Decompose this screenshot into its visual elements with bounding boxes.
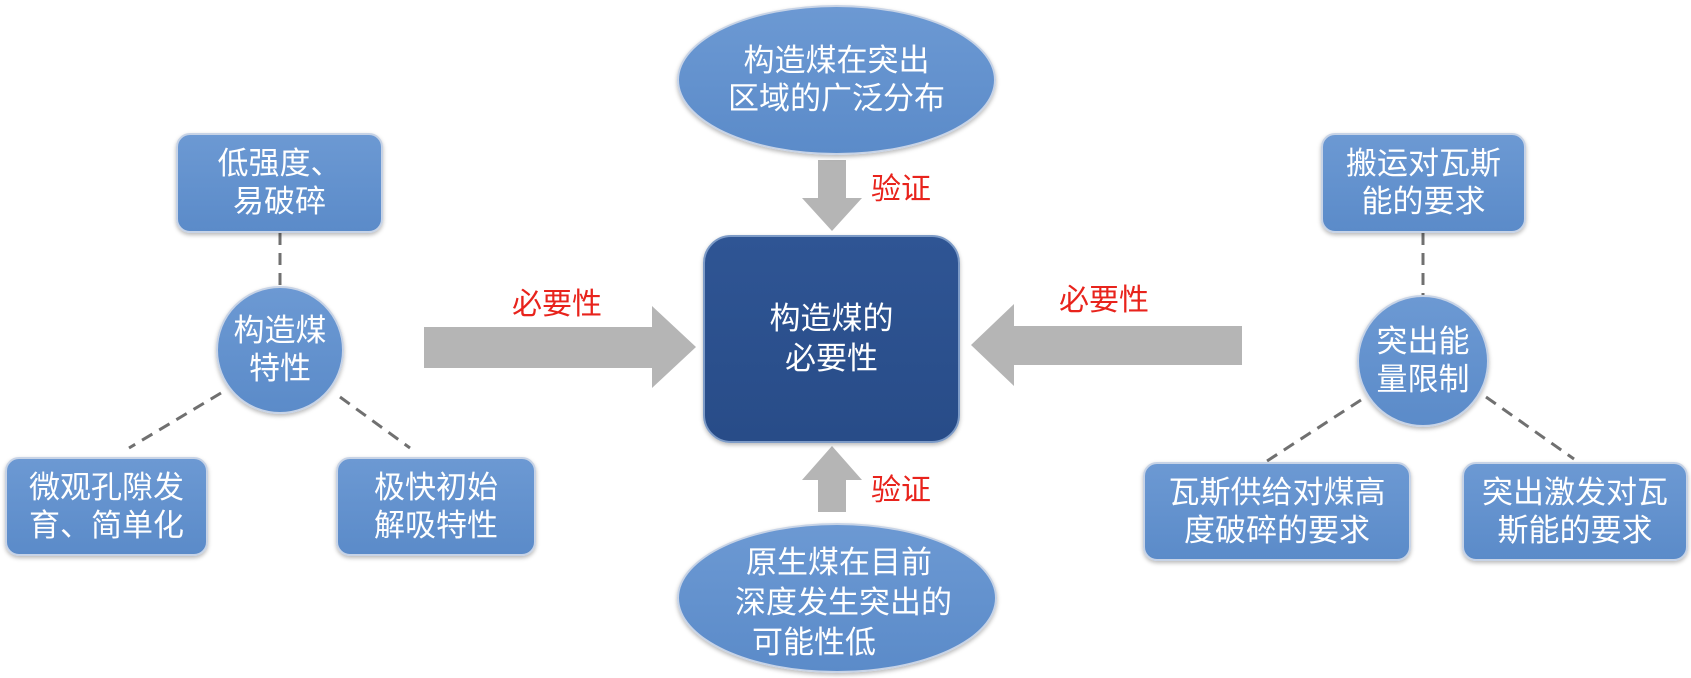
right-hub-text: 突出能 量限制 — [1377, 323, 1470, 399]
left-arrow-label: 必要性 — [512, 287, 602, 322]
left-bottom-left-box: 微观孔隙发 育、简单化 — [5, 457, 208, 556]
text-line: 能的要求 — [1361, 184, 1486, 220]
left-bottom-right-box-text: 极快初始 解吸特性 — [374, 469, 498, 545]
right-bottom-right-box: 突出激发对瓦 斯能的要求 — [1462, 462, 1688, 561]
text-line: 构造煤 — [233, 313, 327, 349]
right-left-arrow — [971, 304, 1242, 386]
center-node: 构造煤的 必要性 — [703, 235, 960, 443]
right-bottom-right-dashed-connector — [1485, 395, 1575, 461]
text-line: 育、简单化 — [29, 507, 184, 544]
text-line: 构造煤的 — [769, 301, 894, 337]
left-bottom-left-dashed-connector — [128, 391, 222, 450]
center-node-text: 构造煤的 必要性 — [770, 299, 894, 379]
text-line: 特性 — [249, 351, 311, 387]
left-top-box-text: 低强度、 易破碎 — [218, 145, 342, 221]
text-line: 极快初始 — [374, 469, 498, 506]
right-bottom-left-dashed-connector — [1266, 398, 1362, 463]
text-line: 必要性 — [785, 341, 878, 377]
text-line: 区域的广泛分布 — [728, 81, 945, 117]
right-bottom-left-box-text: 瓦斯供给对煤高 度破碎的要求 — [1169, 474, 1386, 550]
text-line: 突出能 — [1376, 324, 1470, 360]
text-line: 易破碎 — [233, 184, 326, 220]
text-line: 微观孔隙发 — [29, 469, 184, 506]
right-hub-circle: 突出能 量限制 — [1357, 295, 1489, 427]
bottom-up-arrow — [802, 446, 862, 512]
text-line: 可能性低 — [752, 625, 876, 661]
right-top-box: 搬运对瓦斯 能的要求 — [1321, 133, 1526, 233]
bottom-arrow-label: 验证 — [871, 473, 931, 508]
top-ellipse-text: 构造煤在突出 区域的广泛分布 — [728, 42, 945, 118]
text-line: 解吸特性 — [374, 507, 498, 544]
left-bottom-right-box: 极快初始 解吸特性 — [336, 457, 536, 556]
bottom-ellipse-text: 原生煤在目前 深度发生突出的 可能性低 — [735, 543, 952, 663]
text-line: 构造煤在突出 — [743, 43, 930, 79]
text-line: 瓦斯供给对煤高 — [1168, 474, 1386, 511]
text-line: 原生煤在目前 — [746, 545, 932, 581]
top-arrow-label: 验证 — [871, 172, 931, 207]
right-arrow-label: 必要性 — [1059, 283, 1149, 318]
text-line: 深度发生突出的 — [735, 585, 952, 621]
left-bottom-left-box-text: 微观孔隙发 育、简单化 — [29, 469, 184, 545]
left-hub-text: 构造煤 特性 — [234, 312, 327, 388]
text-line: 斯能的要求 — [1497, 512, 1653, 549]
left-right-arrow — [424, 306, 696, 388]
top-down-arrow — [802, 160, 862, 231]
text-line: 低强度、 — [217, 146, 342, 182]
left-top-box: 低强度、 易破碎 — [176, 133, 383, 233]
right-bottom-right-box-text: 突出激发对瓦 斯能的要求 — [1482, 474, 1668, 550]
right-bottom-left-box: 瓦斯供给对煤高 度破碎的要求 — [1143, 462, 1411, 561]
text-line: 搬运对瓦斯 — [1346, 146, 1501, 182]
right-top-box-text: 搬运对瓦斯 能的要求 — [1346, 145, 1501, 221]
text-line: 度破碎的要求 — [1184, 512, 1370, 549]
text-line: 量限制 — [1376, 362, 1470, 398]
left-bottom-right-dashed-connector — [339, 395, 411, 450]
left-hub-circle: 构造煤 特性 — [216, 286, 344, 414]
top-ellipse: 构造煤在突出 区域的广泛分布 — [677, 5, 996, 155]
bottom-ellipse: 原生煤在目前 深度发生突出的 可能性低 — [677, 523, 997, 673]
text-line: 突出激发对瓦 — [1482, 474, 1668, 511]
